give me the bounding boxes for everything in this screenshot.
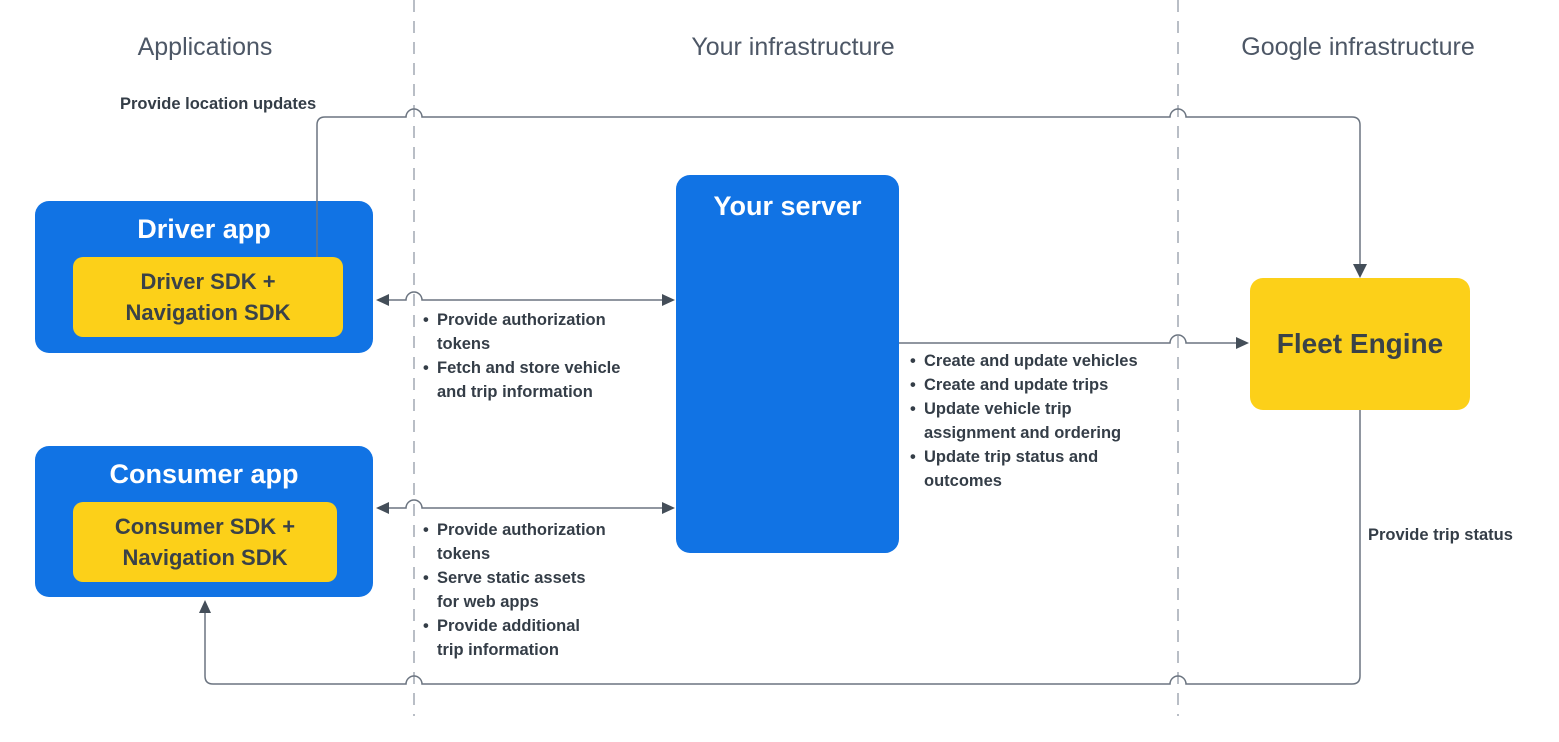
lane-header-google-infrastructure: Google infrastructure	[1241, 33, 1475, 61]
edge-note-item: Fetch and store vehicle and trip informa…	[421, 356, 637, 404]
lane-header-your-infrastructure: Your infrastructure	[691, 33, 895, 61]
consumer-sdk-line-1: Consumer SDK +	[114, 514, 296, 539]
consumer-app-title: Consumer app	[109, 459, 299, 489]
connector-consumer-server	[388, 499, 663, 509]
consumer-server-notes: Provide authorization tokens Serve stati…	[421, 518, 622, 662]
edge-note-item: Provide authorization tokens	[421, 308, 622, 356]
fleet-engine-box: Fleet Engine	[1250, 278, 1470, 410]
edge-note-item: Update trip status and outcomes	[908, 445, 1139, 493]
edge-note-item: Update vehicle trip assignment and order…	[908, 397, 1139, 445]
edge-note-item: Serve static assets for web apps	[421, 566, 592, 614]
arrowhead-down-into-fleet	[1353, 264, 1367, 278]
arrowhead-right-into-fleet	[1236, 337, 1249, 349]
arrowhead-right-into-server-bottom	[662, 502, 675, 514]
your-server-box: Your server	[676, 175, 899, 553]
consumer-sdk-box: Consumer SDK + Navigation SDK	[73, 502, 337, 582]
lane-header-applications: Applications	[137, 33, 273, 61]
driver-sdk-line-2: Navigation SDK	[125, 300, 291, 325]
arrowhead-right-into-server-top	[662, 294, 675, 306]
edge-note-item: Create and update trips	[908, 373, 1139, 397]
arrowhead-up-into-consumer	[199, 600, 211, 613]
arrowhead-left-into-consumer	[376, 502, 389, 514]
server-fleet-notes: Create and update vehicles Create and up…	[908, 349, 1139, 493]
driver-sdk-line-1: Driver SDK +	[140, 269, 276, 294]
driver-server-notes: Provide authorization tokens Fetch and s…	[421, 308, 637, 404]
edge-note-item: Provide additional trip information	[421, 614, 592, 662]
edge-label-provide-trip-status: Provide trip status	[1368, 526, 1513, 544]
edge-label-provide-location-updates: Provide location updates	[120, 95, 317, 113]
driver-app-title: Driver app	[137, 214, 271, 244]
your-server-title: Your server	[713, 191, 862, 221]
connector-server-fleet	[899, 334, 1237, 344]
driver-sdk-box: Driver SDK + Navigation SDK	[73, 257, 343, 337]
edge-note-item: Provide authorization tokens	[421, 518, 622, 566]
edge-note-item: Create and update vehicles	[908, 349, 1139, 373]
consumer-sdk-line-2: Navigation SDK	[122, 545, 288, 570]
connector-driver-server	[388, 291, 663, 301]
fleet-engine-title: Fleet Engine	[1276, 328, 1444, 359]
arrowhead-left-into-driver	[376, 294, 389, 306]
